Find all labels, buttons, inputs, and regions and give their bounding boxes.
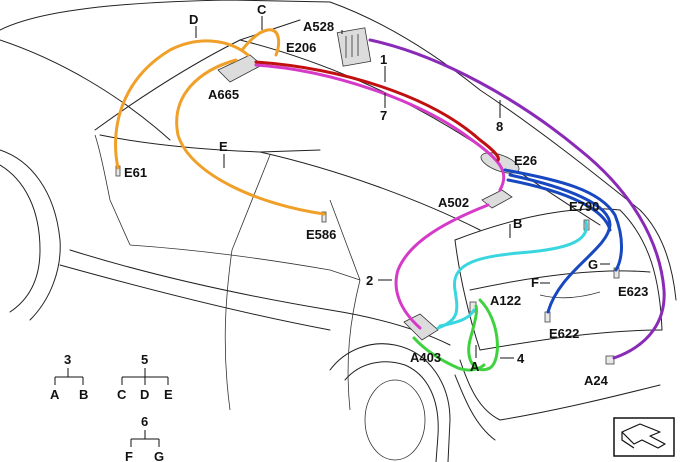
legend-group-6: 6 F G <box>125 414 164 462</box>
wire-e <box>175 58 326 216</box>
label-a24: A24 <box>584 373 609 388</box>
labels: D C A528 E206 1 A665 7 8 E E61 E26 A502 … <box>124 2 648 388</box>
legend-6-num: 6 <box>141 414 148 429</box>
label-f: F <box>531 275 539 290</box>
wire-7 <box>254 63 506 192</box>
label-e26: E26 <box>514 153 537 168</box>
module-a665 <box>217 54 263 83</box>
legend-6-right: G <box>154 449 164 462</box>
legend-5-right: E <box>164 387 173 402</box>
wire-1 <box>254 60 500 162</box>
label-b: B <box>513 216 522 231</box>
label-e622: E622 <box>549 326 579 341</box>
legend-group-5: 5 C D E <box>117 352 173 402</box>
wire-b2 <box>438 308 476 328</box>
label-e61: E61 <box>124 165 147 180</box>
wire-b <box>436 220 588 330</box>
label-a665: A665 <box>208 87 239 102</box>
wires <box>114 28 666 372</box>
label-a403: A403 <box>410 350 441 365</box>
legend-6-left: F <box>125 449 133 462</box>
page-forward-icon[interactable] <box>613 417 675 457</box>
connector-e586 <box>321 211 327 223</box>
legend-3-left: A <box>50 387 60 402</box>
wire-g <box>506 178 612 232</box>
label-e790: E790 <box>569 199 599 214</box>
label-e623: E623 <box>618 284 648 299</box>
label-d: D <box>189 12 198 27</box>
label-a122: A122 <box>490 293 521 308</box>
legend-3-right: B <box>79 387 88 402</box>
label-2: 2 <box>366 273 373 288</box>
wire-8 <box>368 38 666 360</box>
label-a528: A528 <box>303 19 334 34</box>
module-a528 <box>336 27 372 67</box>
legend-5-num: 5 <box>141 352 148 367</box>
wire-d <box>114 39 250 170</box>
label-e586: E586 <box>306 227 336 242</box>
label-8: 8 <box>496 119 503 134</box>
connector-a24 <box>605 355 615 365</box>
wire-4 <box>467 298 499 372</box>
legend-5-mid: D <box>140 387 149 402</box>
connector-e622 <box>544 311 551 323</box>
label-4: 4 <box>517 351 525 366</box>
label-e: E <box>219 139 228 154</box>
label-e206: E206 <box>286 40 316 55</box>
wire-blue-main <box>503 168 623 272</box>
wire-a <box>412 336 486 372</box>
legend-5-left: C <box>117 387 127 402</box>
leader-lines <box>195 16 610 359</box>
wire-f <box>508 173 612 314</box>
label-a: A <box>470 359 480 374</box>
label-7: 7 <box>380 108 387 123</box>
legend-group-3: 3 A B <box>50 352 88 402</box>
label-1: 1 <box>380 52 387 67</box>
legend-3-num: 3 <box>64 352 71 367</box>
wire-c <box>240 28 281 57</box>
label-g: G <box>588 257 598 272</box>
label-a502: A502 <box>438 195 469 210</box>
wire-2 <box>394 203 490 330</box>
label-c: C <box>257 2 267 17</box>
